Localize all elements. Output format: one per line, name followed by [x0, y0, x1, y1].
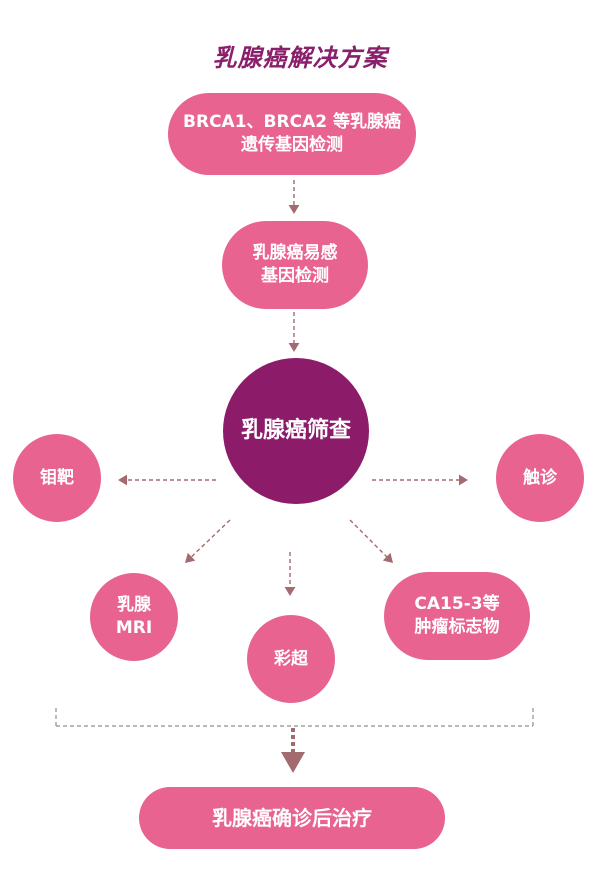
node-breast-mri-line1: 乳腺 [117, 595, 151, 616]
node-mammography-label: 钼靶 [40, 467, 74, 488]
arrow-screening-to-ultrasound-arrowhead-icon [284, 587, 296, 596]
node-breast-mri: 乳腺 MRI [90, 573, 178, 661]
arrow-screening-to-markers-line [349, 519, 388, 558]
node-susceptibility-test-line2: 基因检测 [261, 266, 329, 286]
arrow-screening-to-markers-arrowhead-icon [382, 552, 393, 563]
node-screening-label: 乳腺癌筛查 [240, 418, 351, 444]
arrow-screening-to-mammography-arrowhead-icon [118, 474, 127, 486]
diagram-title: 乳腺癌解决方案 [212, 43, 388, 72]
node-palpation: 触诊 [496, 434, 584, 522]
arrow-screening-to-mri-arrowhead-icon [185, 552, 196, 563]
arrow-susceptibility-to-screening-arrowhead-icon [288, 343, 300, 352]
node-treatment-label: 乳腺癌确诊后治疗 [212, 805, 372, 830]
node-susceptibility-test: 乳腺癌易感 基因检测 [222, 221, 368, 309]
node-screening: 乳腺癌筛查 [223, 358, 369, 504]
node-susceptibility-test-line1: 乳腺癌易感 [252, 243, 338, 264]
node-tumor-markers: CA15-3等 肿瘤标志物 [384, 572, 530, 660]
node-mammography: 钼靶 [13, 434, 101, 522]
node-color-ultrasound: 彩超 [247, 615, 335, 703]
node-palpation-label: 触诊 [523, 467, 557, 488]
node-tumor-markers-line2: 肿瘤标志物 [414, 617, 500, 637]
arrow-group-to-treatment-arrowhead-icon [281, 752, 305, 773]
node-color-ultrasound-label: 彩超 [274, 648, 308, 669]
arrow-genetic-to-susceptibility-arrowhead-icon [288, 205, 300, 214]
node-genetic-test: BRCA1、BRCA2 等乳腺癌 遗传基因检测 [168, 93, 416, 175]
arrow-screening-to-palpation-arrowhead-icon [459, 474, 468, 486]
arrow-screening-to-mri-line [190, 519, 231, 558]
node-genetic-test-line1: BRCA1、BRCA2 等乳腺癌 [183, 112, 401, 133]
node-genetic-test-line2: 遗传基因检测 [241, 135, 343, 155]
node-breast-mri-line2: MRI [115, 618, 153, 638]
node-tumor-markers-line1: CA15-3等 [414, 594, 500, 615]
node-treatment: 乳腺癌确诊后治疗 [139, 787, 445, 849]
